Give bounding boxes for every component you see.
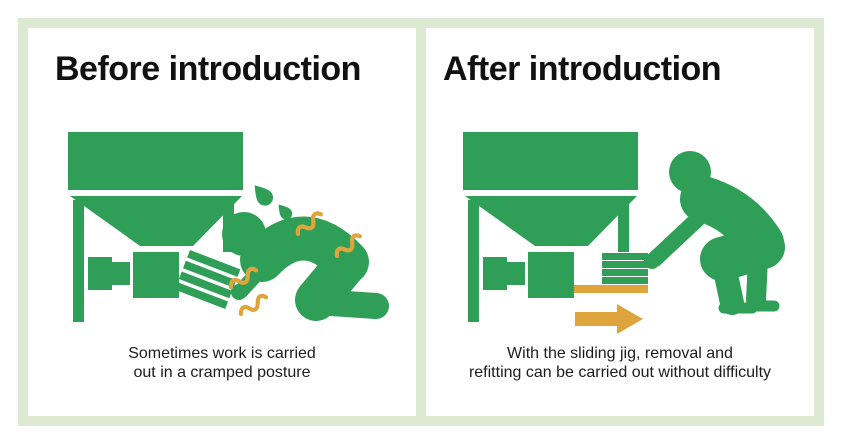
strain-squiggles-icon	[228, 211, 362, 317]
after-caption-line2: refitting can be carried out without dif…	[468, 364, 772, 381]
before-caption-line2: out in a cramped posture	[133, 364, 311, 381]
before-illustration	[68, 132, 389, 322]
before-panel-caption: Sometimes work is carried out in a cramp…	[28, 344, 416, 382]
panel-divider	[416, 18, 426, 426]
sliding-jig-rail	[574, 285, 648, 293]
before-panel-title: Before introduction	[55, 50, 361, 88]
after-illustration	[463, 132, 785, 334]
tilted-plate-stack-icon	[174, 250, 241, 310]
after-panel-caption: With the sliding jig, removal and refitt…	[426, 344, 814, 382]
hopper-machine-icon	[463, 132, 638, 322]
after-panel-title: After introduction	[443, 50, 722, 88]
plate-stack-on-jig-icon	[602, 253, 648, 284]
squatting-worker-icon	[644, 151, 785, 315]
before-caption-line1: Sometimes work is carried	[128, 345, 316, 362]
after-caption-line1: With the sliding jig, removal and	[507, 345, 733, 362]
sweat-drops-icon	[254, 185, 293, 220]
slide-direction-arrow-icon	[575, 304, 643, 334]
hopper-machine-icon	[68, 132, 243, 322]
